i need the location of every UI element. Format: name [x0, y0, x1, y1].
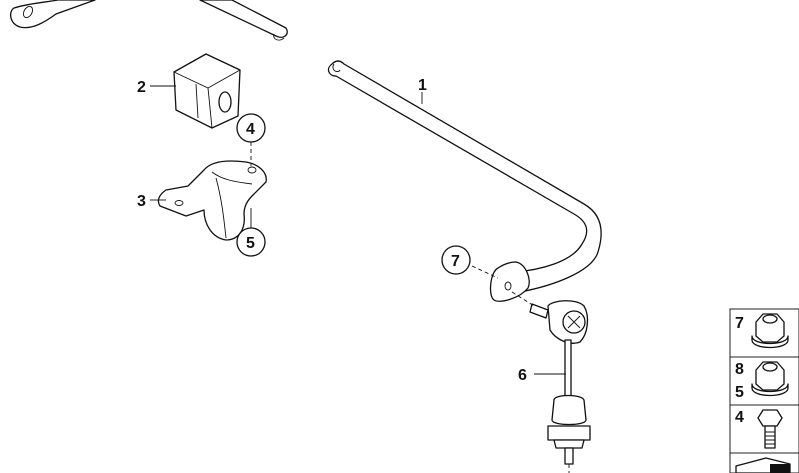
hex-bolt-icon: [757, 409, 783, 449]
legend: 7 8 5 4: [729, 308, 799, 473]
bracket: [157, 160, 267, 241]
callout-1: 1: [418, 77, 427, 94]
stabilizer-bar: [327, 60, 602, 302]
flange-nut-icon: [751, 361, 789, 397]
stabilizer-bar-left-end: [9, 0, 288, 41]
flange-nut-icon: [751, 313, 789, 349]
callout-6: 6: [518, 367, 527, 384]
legend-label-8: 8: [735, 361, 744, 378]
link-rod: [529, 300, 591, 473]
callout-5: 5: [236, 227, 266, 257]
callout-4: 4: [236, 113, 266, 143]
legend-label-4: 4: [735, 409, 744, 426]
callout-2: 2: [137, 79, 146, 96]
legend-label-7: 7: [735, 315, 744, 332]
legend-label-5: 5: [735, 384, 744, 401]
leader-7: [471, 265, 499, 279]
svg-text:7: 7: [451, 253, 460, 270]
svg-text:5: 5: [246, 235, 255, 252]
rubber-mounting: [173, 53, 241, 129]
axis-line: [511, 291, 535, 307]
callout-7: 7: [441, 245, 471, 275]
wedge-shape-icon: [735, 457, 791, 473]
callout-3: 3: [137, 193, 146, 210]
svg-text:4: 4: [246, 121, 255, 138]
